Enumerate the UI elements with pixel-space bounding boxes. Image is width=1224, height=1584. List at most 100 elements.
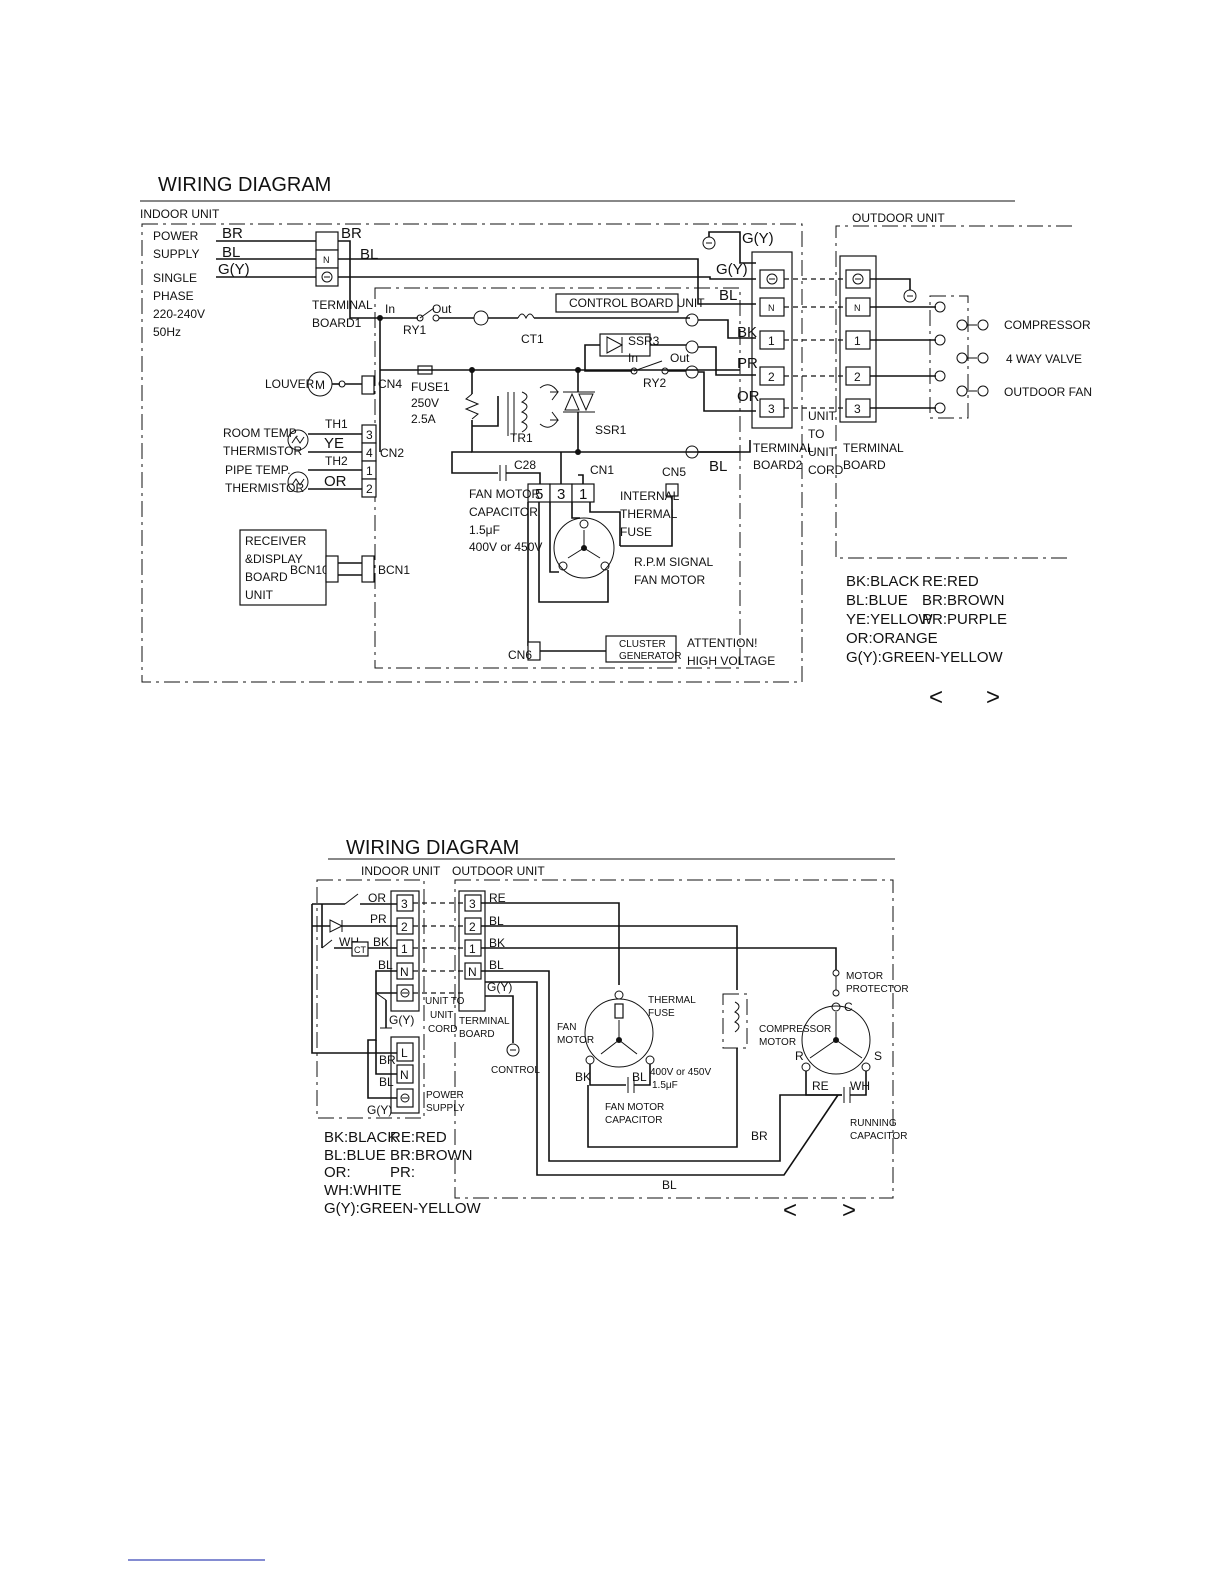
wire-label-gy: G(Y) xyxy=(218,261,250,278)
indoor-unit-label: INDOOR UNIT xyxy=(140,207,220,221)
svg-text:L: L xyxy=(401,1046,408,1060)
svg-text:3: 3 xyxy=(401,897,408,911)
svg-text:UNIT: UNIT xyxy=(430,1010,453,1021)
svg-text:Out: Out xyxy=(670,351,690,365)
svg-text:CN4: CN4 xyxy=(378,377,402,391)
svg-text:BR:BROWN: BR:BROWN xyxy=(390,1147,473,1164)
svg-text:TH1: TH1 xyxy=(325,417,348,431)
svg-text:TERMINAL: TERMINAL xyxy=(312,298,373,312)
load-4-way-valve: 4 WAY VALVE xyxy=(1006,352,1082,366)
svg-text:BL: BL xyxy=(378,958,393,972)
svg-text:BOARD2: BOARD2 xyxy=(753,458,803,472)
svg-text:PR: PR xyxy=(737,355,758,372)
svg-text:BR: BR xyxy=(751,1129,768,1143)
svg-text:CORD: CORD xyxy=(428,1024,457,1035)
power-supply-text: POWER SUPPLY SINGLE PHASE 220-240V 50Hz xyxy=(153,229,205,339)
svg-text:RE:RED: RE:RED xyxy=(390,1129,447,1146)
svg-text:OR: OR xyxy=(368,891,386,905)
svg-text:N: N xyxy=(854,303,861,313)
svg-text:1: 1 xyxy=(579,486,587,503)
svg-text:50Hz: 50Hz xyxy=(153,325,181,339)
svg-text:1.5μF: 1.5μF xyxy=(652,1080,678,1091)
svg-text:N: N xyxy=(468,965,477,979)
svg-text:SUPPLY: SUPPLY xyxy=(153,247,199,261)
svg-text:UNIT: UNIT xyxy=(245,588,274,602)
svg-text:SSR1: SSR1 xyxy=(595,423,627,437)
svg-text:Out: Out xyxy=(432,302,452,316)
cluster-generator xyxy=(605,635,677,663)
svg-text:ATTENTION!: ATTENTION! xyxy=(687,636,757,650)
svg-text:BOARD: BOARD xyxy=(245,570,288,584)
svg-text:FUSE: FUSE xyxy=(620,525,652,539)
svg-text:BL: BL xyxy=(719,287,737,304)
svg-text:YE: YE xyxy=(324,435,344,452)
svg-text:PR: PR xyxy=(370,912,387,926)
svg-text:THERMAL: THERMAL xyxy=(620,507,678,521)
svg-text:TR1: TR1 xyxy=(510,431,533,445)
svg-text:PROTECTOR: PROTECTOR xyxy=(846,984,909,995)
svg-text:N: N xyxy=(400,965,409,979)
svg-text:WH:WHITE: WH:WHITE xyxy=(324,1182,401,1199)
svg-text:G(Y):GREEN-YELLOW: G(Y):GREEN-YELLOW xyxy=(324,1200,482,1217)
svg-text:400V or 450V: 400V or 450V xyxy=(650,1067,711,1078)
bcn1-connector xyxy=(361,555,375,583)
svg-text:UNIT TO: UNIT TO xyxy=(425,996,465,1007)
svg-text:FAN MOTOR: FAN MOTOR xyxy=(469,487,540,501)
svg-text:FUSE1: FUSE1 xyxy=(411,380,450,394)
svg-text:R: R xyxy=(795,1049,804,1063)
svg-text:BL: BL xyxy=(379,1075,394,1089)
svg-text:OR:: OR: xyxy=(324,1164,351,1181)
svg-text:FAN: FAN xyxy=(557,1022,576,1033)
svg-text:2: 2 xyxy=(768,370,775,384)
control-board-unit-label: CONTROL BOARD UNIT xyxy=(569,296,705,310)
svg-text:BCN1: BCN1 xyxy=(378,563,410,577)
svg-text:RE: RE xyxy=(812,1079,829,1093)
svg-text:BR:BROWN: BR:BROWN xyxy=(922,592,1005,609)
svg-text:PIPE TEMP.: PIPE TEMP. xyxy=(225,463,291,477)
svg-text:MOTOR: MOTOR xyxy=(557,1035,594,1046)
svg-text:RE: RE xyxy=(489,891,506,905)
diagram-2-title: WIRING DIAGRAM xyxy=(346,837,519,859)
svg-text:<: < xyxy=(929,684,943,711)
svg-text:CAPACITOR: CAPACITOR xyxy=(605,1115,662,1126)
svg-text:G(Y): G(Y) xyxy=(487,980,512,994)
svg-text:MOTOR: MOTOR xyxy=(846,971,883,982)
svg-text:In: In xyxy=(628,351,638,365)
cn4-connector xyxy=(361,375,375,395)
svg-text:FAN MOTOR: FAN MOTOR xyxy=(634,573,705,587)
svg-text:POWER: POWER xyxy=(153,229,199,243)
svg-text:R.P.M SIGNAL: R.P.M SIGNAL xyxy=(634,555,713,569)
svg-text:INTERNAL: INTERNAL xyxy=(620,489,680,503)
svg-text:TERMINAL: TERMINAL xyxy=(843,441,904,455)
svg-text:&DISPLAY: &DISPLAY xyxy=(245,552,303,566)
wire-label-br: BR xyxy=(222,225,243,242)
outdoor-unit-label: OUTDOOR UNIT xyxy=(852,211,945,225)
svg-text:BK: BK xyxy=(737,324,757,341)
svg-text:THERMAL: THERMAL xyxy=(648,995,696,1006)
svg-text:BK: BK xyxy=(373,935,389,949)
svg-text:FAN MOTOR: FAN MOTOR xyxy=(605,1102,664,1113)
svg-text:BR: BR xyxy=(379,1053,396,1067)
svg-text:G(Y): G(Y) xyxy=(716,261,748,278)
svg-text:5: 5 xyxy=(535,486,543,503)
svg-text:N: N xyxy=(323,255,330,265)
svg-text:BR: BR xyxy=(341,225,362,242)
svg-text:THERMISTOR: THERMISTOR xyxy=(225,481,304,495)
load-outdoor-fan: OUTDOOR FAN xyxy=(1004,385,1092,399)
svg-text:YE:YELLOW: YE:YELLOW xyxy=(846,611,934,628)
diagram-2: WIRING DIAGRAM INDOOR UNIT OUTDOOR UNIT … xyxy=(311,837,909,1224)
svg-text:G(Y):GREEN-YELLOW: G(Y):GREEN-YELLOW xyxy=(846,649,1004,666)
louver-label: LOUVER xyxy=(265,377,315,391)
cn2-connector: 3 4 1 2 CN2 xyxy=(361,424,404,498)
svg-text:3: 3 xyxy=(854,402,861,416)
svg-text:BL: BL xyxy=(662,1178,677,1192)
svg-text:TO: TO xyxy=(808,427,824,441)
svg-text:CN2: CN2 xyxy=(380,446,404,460)
svg-text:OR: OR xyxy=(737,388,760,405)
svg-text:BK:BLACK: BK:BLACK xyxy=(846,573,919,590)
svg-text:SUPPLY: SUPPLY xyxy=(426,1103,465,1114)
svg-text:250V: 250V xyxy=(411,396,439,410)
svg-text:1: 1 xyxy=(768,334,775,348)
outdoor-terminal-board: N 1 2 3 TERMINAL BOARD xyxy=(839,255,904,472)
